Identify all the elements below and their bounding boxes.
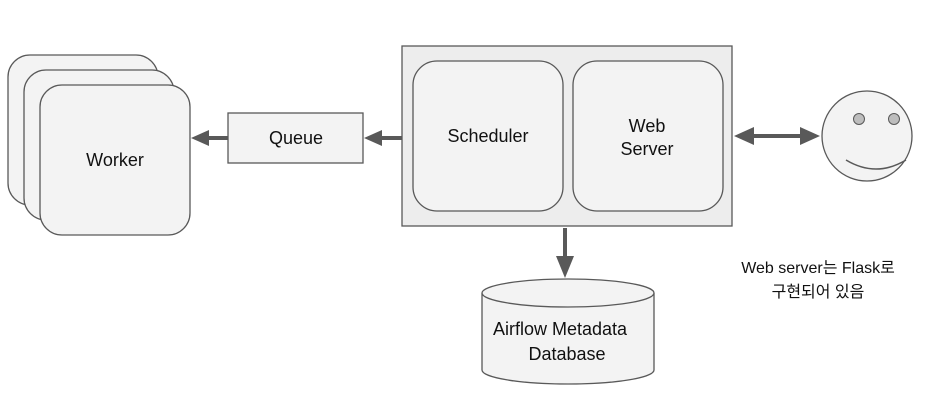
worker-stack: Worker: [7, 54, 191, 236]
database-label-line1: Airflow Metadata: [493, 319, 628, 339]
arrow-webserver-user-right-head: [800, 127, 820, 145]
arrow-scheduler-to-database: [556, 228, 574, 278]
queue-label: Queue: [269, 128, 323, 148]
smile-mouth: [845, 159, 907, 170]
arrow-scheduler-to-database-head: [556, 256, 574, 278]
smiley-face-icon: [821, 90, 913, 182]
flask-note-line2: 구현되어 있음: [772, 283, 865, 301]
arrow-queue-to-worker-head: [191, 130, 209, 146]
arrow-scheduler-to-queue-head: [364, 130, 382, 146]
database-body: [481, 293, 655, 385]
scheduler-box: [412, 60, 564, 212]
web-server-box: [572, 60, 724, 212]
airflow-core-container: Scheduler Web Server: [401, 45, 733, 227]
queue-node: Queue: [227, 112, 364, 164]
arrow-webserver-user-left-head: [734, 127, 754, 145]
database-top: [481, 278, 655, 308]
worker-card-front: [39, 84, 191, 236]
arrow-webserver-user-bidirectional: [734, 127, 820, 145]
right-eye: [888, 113, 900, 125]
scheduler-label: Scheduler: [447, 126, 528, 146]
arrow-queue-to-worker: [191, 130, 228, 146]
worker-label: Worker: [86, 150, 144, 170]
database-label-line2: Database: [528, 344, 605, 364]
queue-box: [227, 112, 364, 164]
web-server-label-line1: Web: [629, 116, 666, 136]
flask-note-line1: Web server는 Flask로: [741, 259, 895, 277]
left-eye: [853, 113, 865, 125]
metadata-database: Airflow Metadata Database: [481, 278, 655, 385]
face-outline: [821, 90, 913, 182]
web-server-label-line2: Server: [620, 139, 673, 159]
arrow-scheduler-to-queue: [364, 130, 402, 146]
